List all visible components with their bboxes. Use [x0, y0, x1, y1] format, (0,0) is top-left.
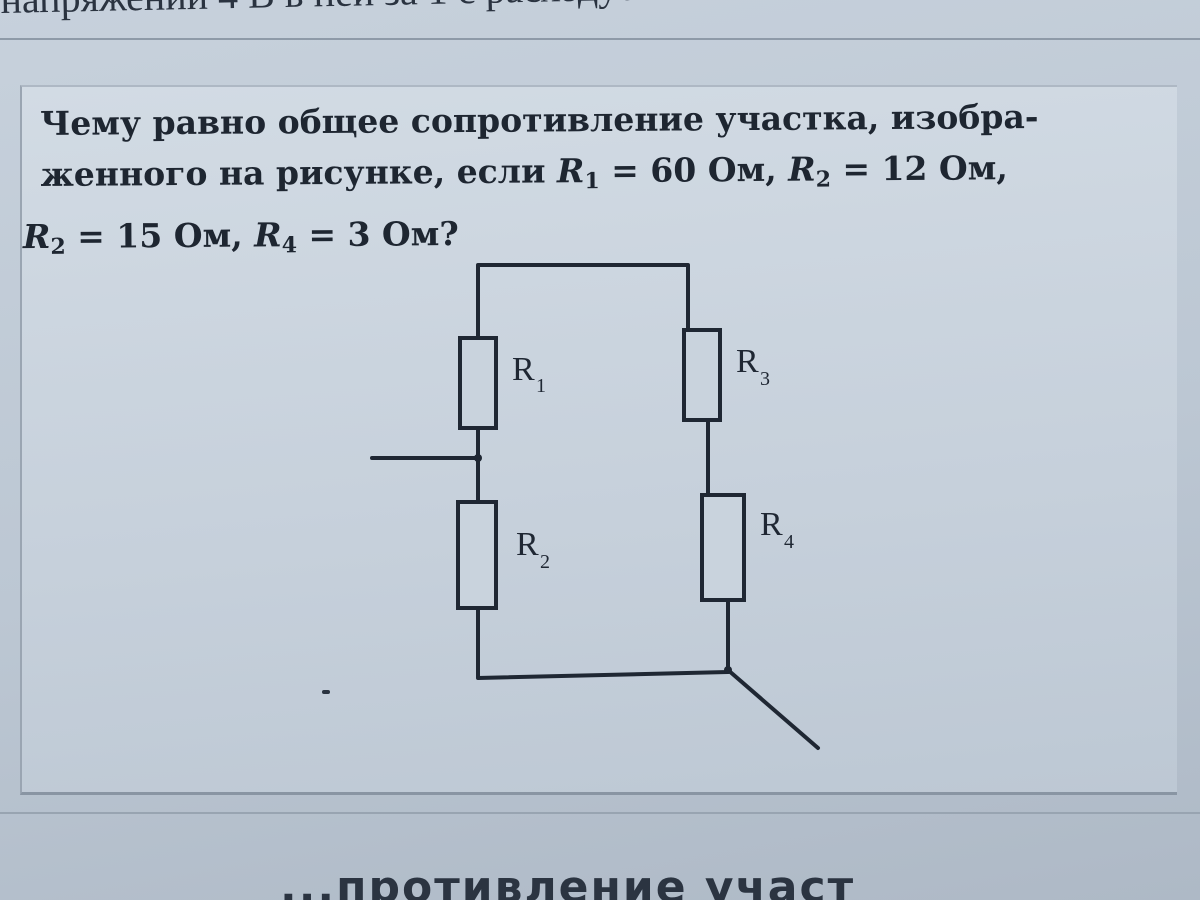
- r4-symbol: R: [254, 215, 282, 255]
- problem-line-2: женного на рисунке, если R1 = 60 Ом, R2 …: [40, 141, 1190, 211]
- r2-subscript: 2: [815, 166, 832, 193]
- problem-statement: Чему равно общее сопротивление участка, …: [23, 90, 1191, 273]
- node-bottom-right: [724, 666, 732, 674]
- r3-symbol: R: [22, 216, 51, 257]
- bottom-wire: [476, 598, 730, 680]
- resistor-r2: [456, 500, 498, 610]
- r3-subscript: 2: [50, 233, 66, 260]
- circuit-svg: R 1 R 2 R 3 R 4: [370, 263, 820, 750]
- r4-subscript: 4: [281, 232, 298, 259]
- r1-value: = 60 Ом,: [599, 149, 789, 191]
- output-terminal-wire: [726, 668, 820, 750]
- label-r1: R: [512, 351, 535, 388]
- r1-symbol: R: [556, 151, 585, 191]
- circuit-diagram: R 1 R 2 R 3 R 4: [340, 250, 860, 770]
- top-divider: [0, 38, 1200, 40]
- ink-mark: [322, 690, 330, 694]
- problem-line-1: Чему равно общее сопротивление участка, …: [40, 97, 1039, 143]
- label-r4: R: [760, 506, 783, 543]
- r2-value: = 12 Ом,: [830, 148, 1008, 189]
- node-left: [474, 454, 482, 462]
- r2-symbol: R: [788, 149, 816, 189]
- r3-value: = 15 Ом,: [65, 215, 255, 256]
- r4-value: = 3 Ом?: [296, 214, 459, 255]
- label-r2: R: [516, 526, 539, 563]
- label-r1-sub: 1: [536, 375, 546, 397]
- label-r4-sub: 4: [784, 531, 794, 553]
- resistor-r1: [458, 336, 498, 430]
- label-r2-sub: 2: [540, 551, 550, 573]
- label-r3-sub: 3: [760, 368, 770, 390]
- label-r3: R: [736, 343, 759, 380]
- bottom-divider: [0, 812, 1200, 814]
- next-problem-fragment: ...противление участ: [280, 862, 856, 900]
- resistor-r3: [682, 328, 722, 422]
- problem-line-2-text: женного на рисунке, если: [40, 151, 558, 194]
- top-wire: [476, 263, 690, 340]
- resistor-r4: [700, 493, 746, 602]
- r1-subscript: 1: [584, 168, 600, 195]
